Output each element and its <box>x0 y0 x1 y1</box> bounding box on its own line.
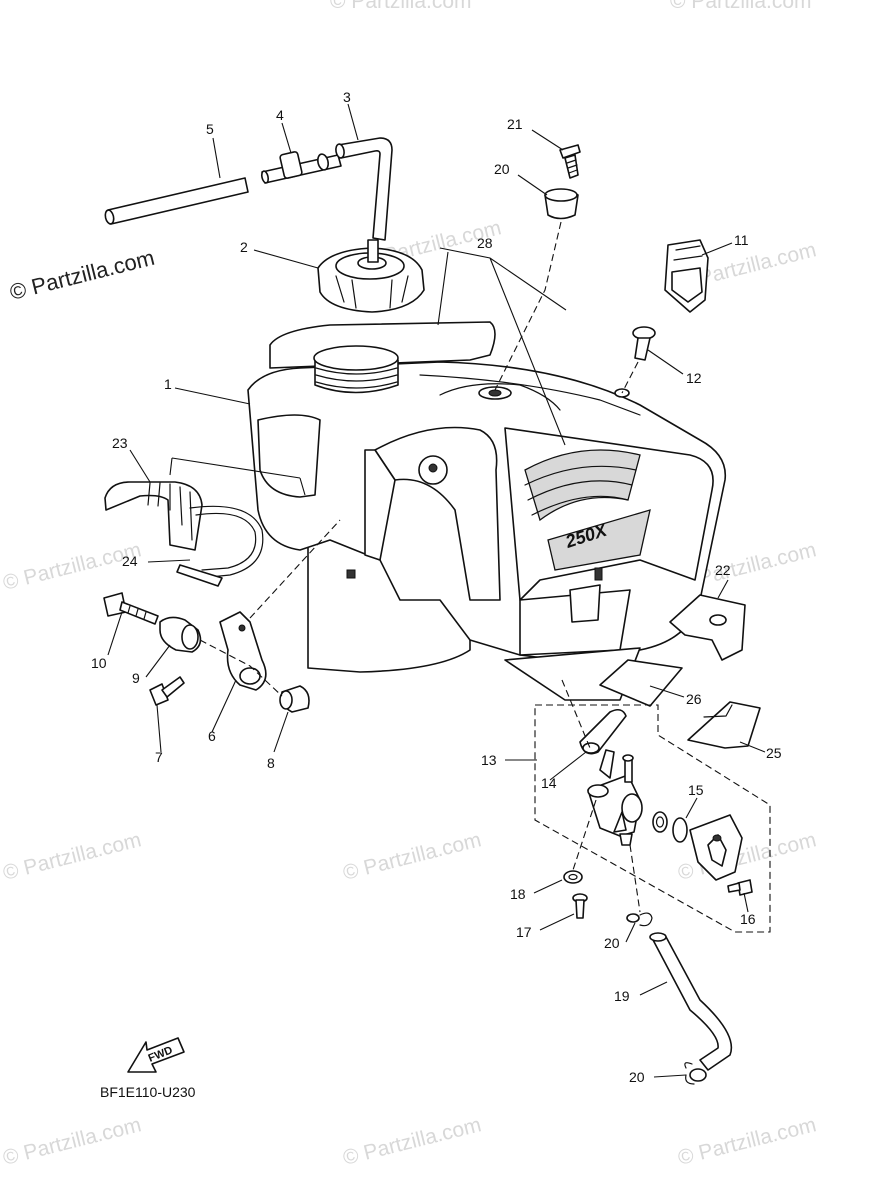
part-7-bolt <box>149 676 185 706</box>
part-25-tie-band <box>176 505 264 587</box>
part-13-assembly-box <box>534 704 771 933</box>
part-21-collar <box>494 188 579 391</box>
callout-3: 3 <box>343 89 351 105</box>
part-16-screw <box>727 879 753 896</box>
callout-8: 8 <box>267 755 275 771</box>
callout-26: 25 <box>766 745 782 761</box>
callout-22: 21 <box>507 116 523 132</box>
callout-14: 14 <box>541 775 557 791</box>
part-5-breather-hose <box>104 177 249 225</box>
callout-12: 12 <box>686 370 702 386</box>
part-9-damper <box>159 616 202 653</box>
watermark: © Partzilla.com <box>341 1113 484 1170</box>
fwd-arrow: FWD <box>127 1037 185 1073</box>
callout-1: 1 <box>164 376 172 392</box>
part-17-bolt <box>572 893 588 919</box>
partzilla-watermark: © Partzilla.com <box>7 245 157 305</box>
callout-20-lower: 20 <box>629 1069 645 1085</box>
part-11-clip <box>664 239 709 313</box>
callout-15: 15 <box>688 782 704 798</box>
part-28-leaders <box>437 247 567 446</box>
part-1-fuel-tank: 250X <box>247 345 727 701</box>
callout-4: 4 <box>276 107 284 123</box>
part-10-bolt <box>103 592 159 625</box>
callout-25: 24 <box>122 553 138 569</box>
part-4-hose-joint <box>260 151 342 184</box>
callout-23: 22 <box>715 562 731 578</box>
callout-numbers: 5 4 3 21 20 28 2 11 12 1 23 24 22 10 9 2… <box>91 89 782 1085</box>
callout-6: 6 <box>208 728 216 744</box>
part-22-screw <box>559 144 581 179</box>
part-20-clip-lower <box>684 1062 707 1085</box>
diagram-code: BF1E110-U230 <box>100 1084 196 1100</box>
watermark: © Partzilla.com <box>1 828 144 885</box>
part-18-washer <box>563 870 583 884</box>
part-2-fuel-cap <box>317 239 425 313</box>
callout-10: 10 <box>91 655 107 671</box>
fuel-cock-body <box>587 749 643 846</box>
part-26-pad <box>687 701 761 749</box>
callout-5: 5 <box>206 121 214 137</box>
callout-18: 18 <box>510 886 526 902</box>
fuel-cock-lever <box>689 814 743 881</box>
part-20-clip-upper <box>626 912 653 927</box>
watermark: © Partzilla.com <box>1 1113 144 1170</box>
callout-24: 23 <box>112 435 128 451</box>
callout-17: 17 <box>516 924 532 940</box>
part-24-rubber-strap <box>104 481 203 551</box>
part-19-fuel-hose <box>649 932 733 1071</box>
callout-7: 7 <box>155 749 163 765</box>
part-6-bracket <box>219 611 267 691</box>
part-8-collar <box>279 685 310 713</box>
callout-9: 9 <box>132 670 140 686</box>
callout-leaders <box>107 103 766 1078</box>
watermark: © Partzilla.com <box>676 1113 819 1170</box>
callout-21: 20 <box>494 161 510 177</box>
part-27-pad <box>599 659 683 707</box>
watermark: © Partzilla.com <box>341 828 484 885</box>
part-23-bracket <box>669 594 746 661</box>
part-14-filter <box>579 708 627 755</box>
watermark: © Partzilla.com <box>670 0 812 13</box>
callout-16: 16 <box>740 911 756 927</box>
part-3-bent-hose <box>335 137 393 241</box>
callout-28: 28 <box>477 235 493 251</box>
callout-2: 2 <box>240 239 248 255</box>
callout-27: 26 <box>686 691 702 707</box>
callout-20-upper: 20 <box>604 935 620 951</box>
callout-11: 11 <box>734 232 749 248</box>
watermark: © Partzilla.com <box>330 0 472 13</box>
part-12-bolt <box>621 326 656 394</box>
callout-19: 19 <box>614 988 630 1004</box>
part-15-o-ring <box>652 811 688 843</box>
fwd-label: FWD <box>147 1044 175 1065</box>
callout-13: 13 <box>481 752 497 768</box>
